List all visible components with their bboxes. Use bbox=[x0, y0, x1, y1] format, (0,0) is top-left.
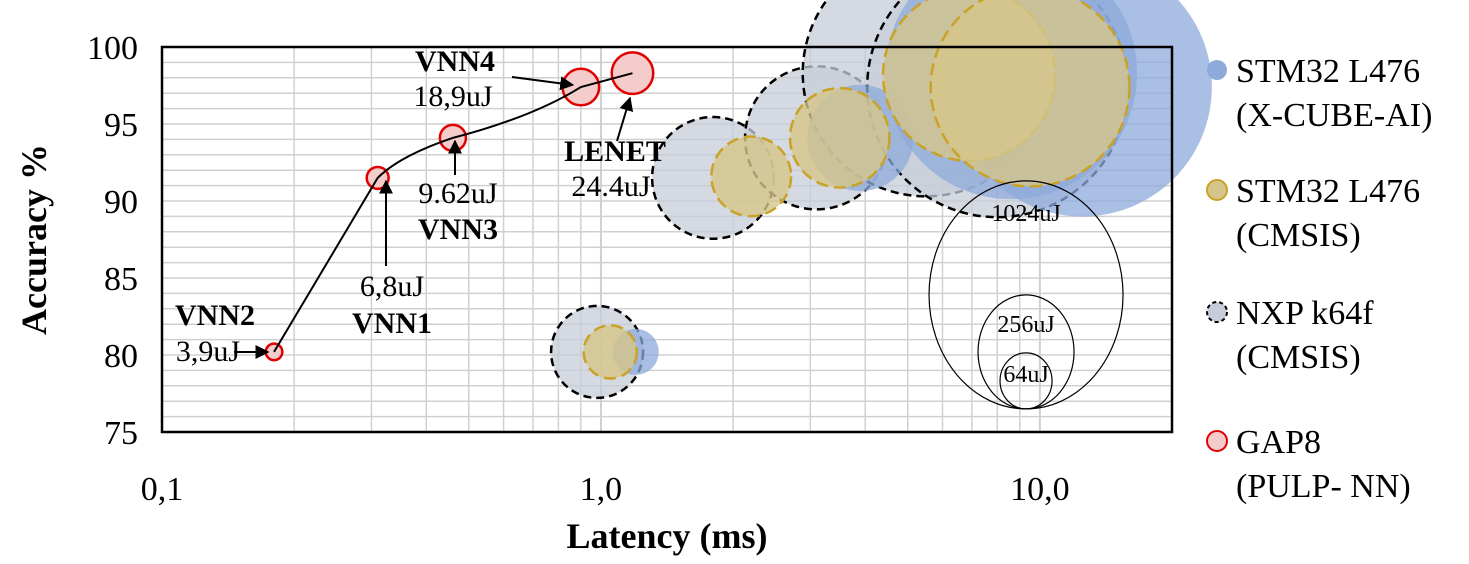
annotation-energy: 6,8uJ bbox=[360, 270, 425, 303]
y-tick-label: 100 bbox=[87, 30, 138, 67]
y-tick-label: 95 bbox=[104, 107, 138, 144]
size-legend-label: 1024uJ bbox=[991, 201, 1060, 227]
gap8-trend-line bbox=[273, 72, 633, 353]
legend-label: GAP8 bbox=[1236, 424, 1321, 461]
y-tick-label: 75 bbox=[104, 415, 138, 452]
legend-label: (PULP- NN) bbox=[1236, 468, 1411, 505]
legend-marker bbox=[1206, 179, 1228, 201]
annotation-energy: 3,9uJ bbox=[176, 335, 241, 368]
x-tick-label: 0,1 bbox=[141, 471, 184, 508]
bubbles bbox=[264, 0, 1212, 400]
legend-label: (X-CUBE-AI) bbox=[1236, 97, 1432, 134]
bubble-size-legend: 1024uJ 256uJ 64uJ bbox=[928, 180, 1124, 410]
size-legend-label: 64uJ bbox=[1003, 362, 1048, 388]
legend-label: STM32 L476 bbox=[1236, 173, 1420, 210]
y-axis-title: Accuracy % bbox=[14, 144, 54, 335]
gap8-curve bbox=[273, 72, 633, 353]
legend-label: NXP k64f bbox=[1236, 295, 1374, 332]
bubble-stm32-l476 bbox=[788, 86, 891, 189]
plot-frame bbox=[160, 45, 1174, 434]
annotation-name: VNN2 bbox=[175, 299, 255, 332]
x-axis-title: Latency (ms) bbox=[567, 516, 768, 556]
legend-label: (CMSIS) bbox=[1236, 339, 1361, 376]
legend-label: (CMSIS) bbox=[1236, 217, 1361, 254]
legend-marker bbox=[1206, 301, 1228, 323]
annotation-energy: 9.62uJ bbox=[418, 177, 498, 210]
annotation-name: LENET bbox=[564, 135, 666, 168]
annotation-arrow bbox=[511, 76, 575, 91]
annotation-energy: 18,9uJ bbox=[413, 80, 493, 113]
size-legend-ellipse bbox=[999, 352, 1053, 410]
bubble-stm32-l476 bbox=[710, 135, 793, 218]
legend-label: STM32 L476 bbox=[1236, 53, 1420, 90]
annotation-name: VNN3 bbox=[418, 213, 498, 246]
y-tick-label: 80 bbox=[104, 338, 138, 375]
legend-marker bbox=[1207, 60, 1227, 80]
x-tick-label: 10,0 bbox=[1010, 471, 1070, 508]
legend-marker bbox=[1206, 430, 1228, 452]
y-tick-label: 90 bbox=[104, 184, 138, 221]
y-tick-label: 85 bbox=[104, 261, 138, 298]
legend: STM32 L476 (X-CUBE-AI) STM32 L476 (CMSIS) NX… bbox=[1206, 53, 1432, 505]
bubble-stm32-l476 bbox=[582, 324, 639, 380]
annotation-arrow bbox=[616, 96, 634, 142]
annotation-energy: 24.4uJ bbox=[571, 170, 651, 203]
annotation-name: VNN1 bbox=[352, 307, 432, 340]
annotation-name: VNN4 bbox=[415, 45, 495, 78]
axis-ticks: 75 80 85 90 95 100 0,1 1,0 10,0 bbox=[87, 30, 1070, 508]
x-tick-label: 1,0 bbox=[580, 471, 623, 508]
size-legend-label: 256uJ bbox=[997, 312, 1054, 338]
